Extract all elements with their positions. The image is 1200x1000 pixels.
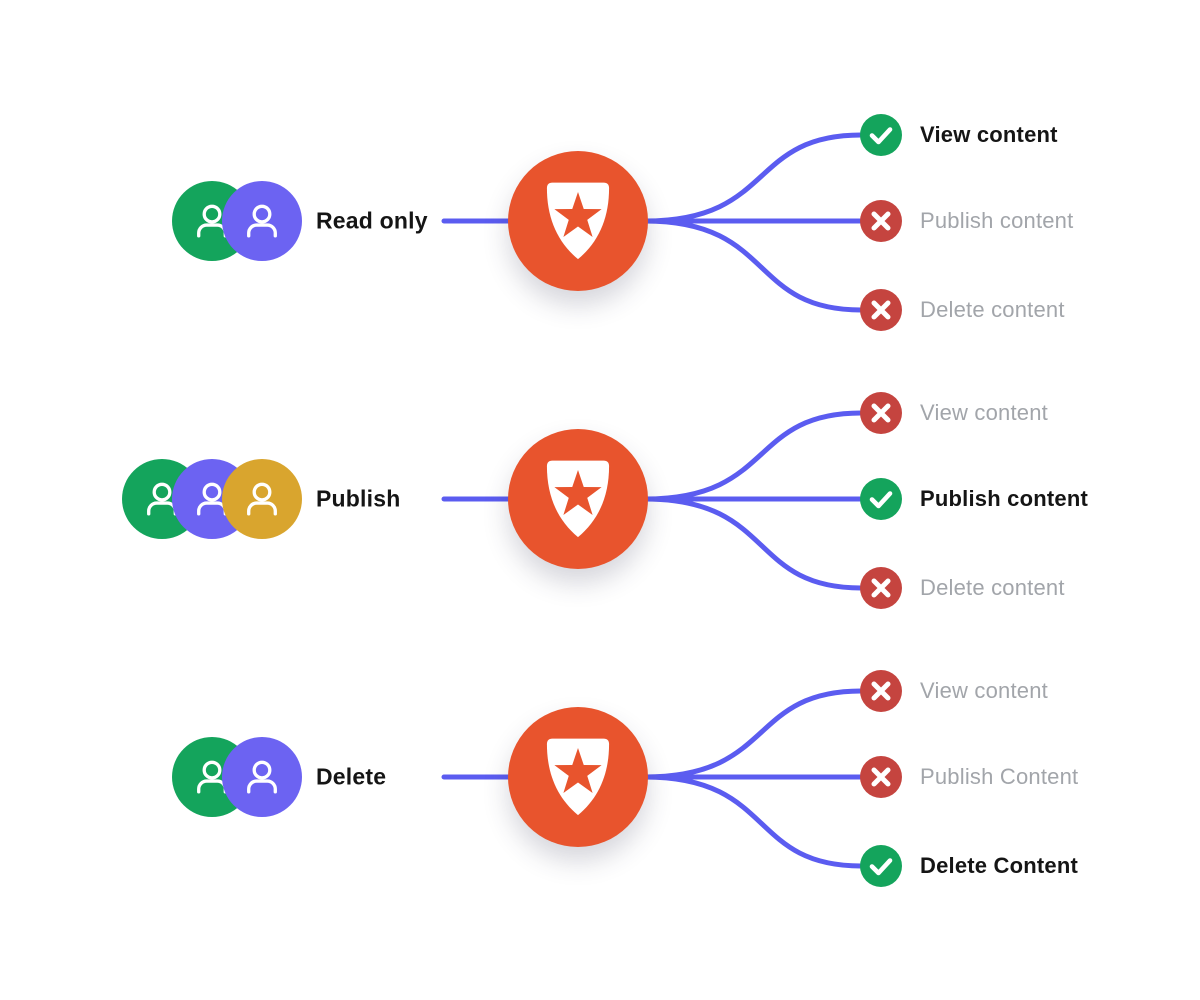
permission-label: Delete content [920,575,1065,600]
permission-label: Publish content [920,208,1074,233]
permission-allowed-badge [860,845,902,887]
permission-label: View content [920,678,1048,703]
auth0-node [508,429,648,569]
permission-denied-badge [860,567,902,609]
connector-path [642,132,864,224]
check-icon [869,858,893,876]
permission-label: View content [920,122,1058,147]
role-label: Delete [316,763,387,790]
auth0-shield-icon [546,182,610,259]
permission-allowed-badge [860,114,902,156]
permission-label: Publish content [920,486,1088,511]
user-icon [247,482,277,516]
check-icon [869,127,893,145]
auth0-shield-icon [546,460,610,537]
connector-path [642,496,864,591]
permission-denied-badge [860,756,902,798]
auth0-node [508,707,648,847]
permission-denied-badge [860,289,902,331]
user-avatar-purple [222,737,302,817]
permission-allowed-badge [860,478,902,520]
check-icon [869,491,893,509]
x-icon [871,403,891,423]
permission-label: View content [920,400,1048,425]
user-icon [247,760,277,794]
connector-path [642,688,864,780]
auth0-shield-icon [546,738,610,815]
x-icon [871,578,891,598]
permission-label: Delete Content [920,853,1079,878]
permission-denied-badge [860,392,902,434]
connector-path [642,774,864,869]
permission-label: Publish Content [920,764,1079,789]
permission-denied-badge [860,200,902,242]
x-icon [871,767,891,787]
role-label: Read only [316,207,428,234]
connector-path [642,218,864,313]
user-avatar-gold [222,459,302,539]
auth0-node [508,151,648,291]
role-label: Publish [316,485,401,512]
permission-label: Delete content [920,297,1065,322]
user-icon [247,204,277,238]
x-icon [871,681,891,701]
x-icon [871,300,891,320]
x-icon [871,211,891,231]
user-avatar-purple [222,181,302,261]
connector-path [642,410,864,502]
permission-denied-badge [860,670,902,712]
